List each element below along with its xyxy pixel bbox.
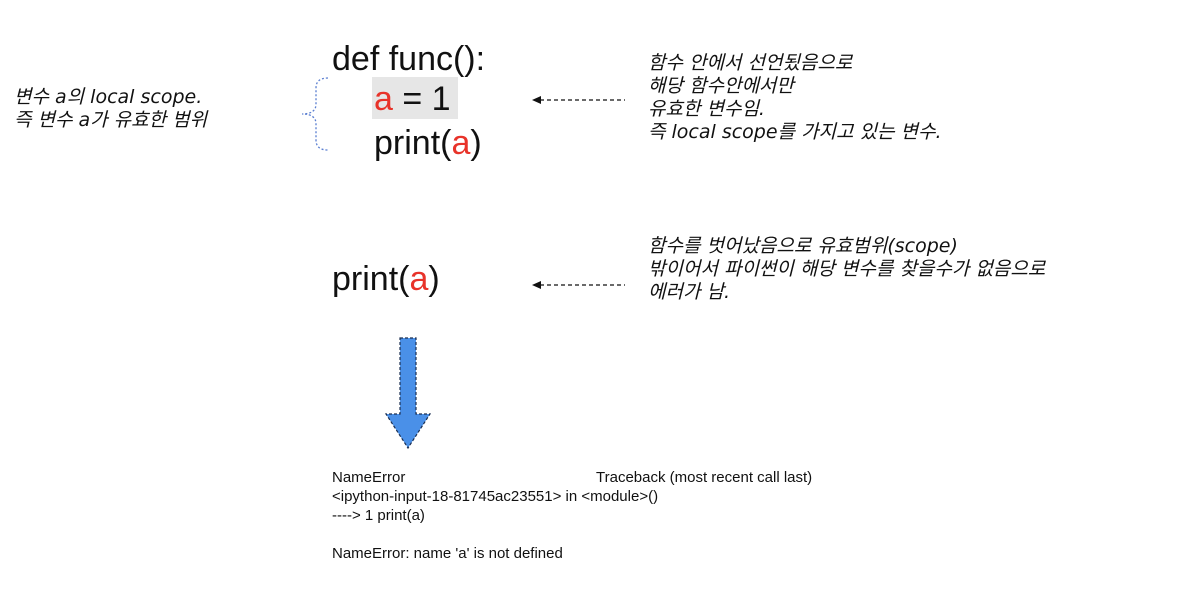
outer-print-suffix: )	[428, 260, 440, 298]
local-scope-note-line2: 즉 변수 a가 유효한 범위	[14, 109, 208, 131]
function-scope-note-line3: 유효한 변수임.	[648, 98, 765, 120]
traceback-spacer	[332, 525, 932, 544]
func-def-text: def func():	[332, 40, 486, 78]
outer-print-prefix: print(	[332, 260, 410, 298]
assignment-line: a = 1	[374, 82, 451, 116]
inner-print-line: print(a)	[374, 126, 482, 160]
assignment-highlight	[372, 77, 458, 119]
down-arrow-icon	[384, 337, 432, 450]
assignment-variable: a	[374, 80, 393, 118]
scope-bracket	[301, 77, 329, 151]
out-of-scope-note-line1: 함수를 벗어났음으로 유효범위(scope)	[648, 235, 958, 257]
local-scope-note-line1: 변수 a의 local scope.	[14, 86, 203, 108]
out-of-scope-note-line2: 밖이어서 파이썬이 해당 변수를 찾을수가 없음으로	[648, 258, 1046, 280]
func-def-line: def func():	[332, 42, 485, 76]
function-scope-note-line2: 해당 함수안에서만	[648, 75, 794, 97]
dotted-arrow-bottom-icon	[532, 281, 625, 289]
traceback-header-row: NameError Traceback (most recent call la…	[332, 468, 932, 487]
outer-print-line: print(a)	[332, 262, 440, 296]
traceback-error-name: NameError	[332, 469, 406, 486]
out-of-scope-note-line3: 에러가 남.	[648, 281, 730, 303]
assignment-value: = 1	[392, 80, 451, 118]
inner-print-prefix: print(	[374, 124, 452, 162]
traceback-output: NameError Traceback (most recent call la…	[332, 468, 932, 563]
traceback-header: Traceback (most recent call last)	[596, 469, 813, 486]
traceback-input-line: <ipython-input-18-81745ac23551> in <modu…	[332, 488, 659, 505]
dotted-arrow-top-icon	[532, 96, 625, 104]
traceback-arrow-line: ----> 1 print(a)	[332, 507, 425, 524]
function-scope-note-line4: 즉 local scope를 가지고 있는 변수.	[648, 121, 942, 143]
outer-print-variable: a	[409, 260, 429, 298]
inner-print-suffix: )	[470, 124, 482, 162]
function-scope-note-line1: 함수 안에서 선언됬음으로	[648, 52, 853, 74]
out-of-scope-note: 함수를 벗어났음으로 유효범위(scope) 밖이어서 파이썬이 해당 변수를 …	[648, 235, 1045, 304]
traceback-error-message: NameError: name 'a' is not defined	[332, 545, 563, 562]
function-scope-note: 함수 안에서 선언됬음으로 해당 함수안에서만 유효한 변수임. 즉 local…	[648, 52, 942, 144]
local-scope-note: 변수 a의 local scope. 즉 변수 a가 유효한 범위	[14, 86, 207, 132]
inner-print-variable: a	[451, 124, 471, 162]
